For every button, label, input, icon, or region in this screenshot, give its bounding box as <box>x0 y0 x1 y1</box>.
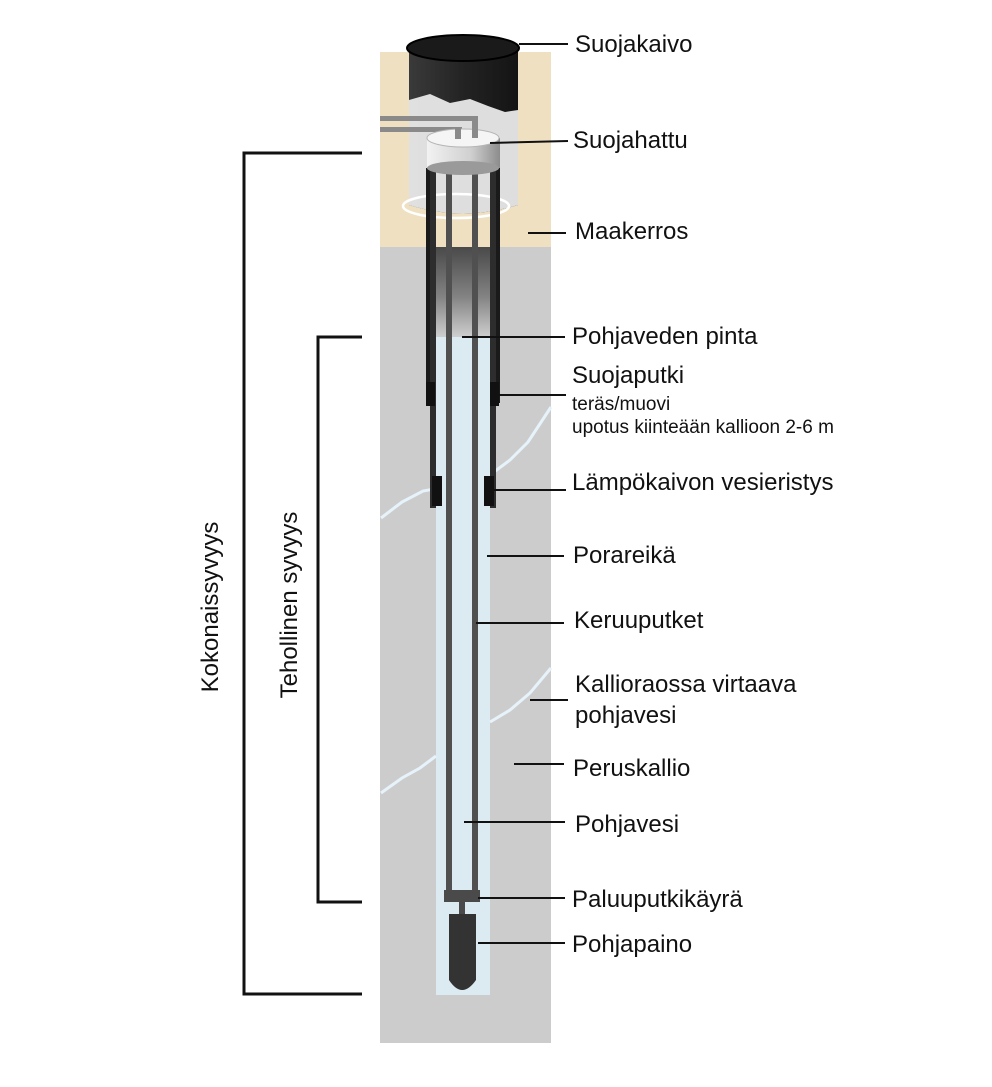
effective-depth-label: Tehollinen syvyys <box>276 512 303 699</box>
label-suojahattu: Suojahattu <box>573 127 688 154</box>
label-maakerros: Maakerros <box>575 218 688 245</box>
well-cap-pipe-stub-2 <box>472 118 478 138</box>
protective-well-rim <box>406 34 520 62</box>
feed-pipe-lower <box>380 127 462 132</box>
well-cap-top <box>426 128 500 148</box>
casing-shoe-left <box>426 382 435 406</box>
seal-right <box>484 476 494 506</box>
label-keruuputket: Keruuputket <box>574 607 704 634</box>
label-pohjapaino: Pohjapaino <box>572 931 692 958</box>
bottom-weight <box>449 914 476 990</box>
bedrock-crack-lower <box>380 667 553 795</box>
return-bend-joint <box>459 902 465 914</box>
label-suojaputki-depth: upotus kiinteään kallioon 2-6 m <box>572 417 834 438</box>
leader-suojahattu <box>489 140 569 144</box>
casing-right-inner <box>496 168 500 403</box>
borehole <box>436 337 490 995</box>
casing-left-inner <box>426 168 430 403</box>
feed-pipe-upper <box>380 116 478 121</box>
label-pohjavesi: Pohjavesi <box>575 811 679 838</box>
protective-well-base-ring <box>401 192 511 220</box>
label-suojaputki-material: teräs/muovi <box>572 394 670 415</box>
label-porareika: Porareikä <box>573 542 676 569</box>
collector-pipe-right <box>472 158 478 894</box>
seal-left <box>432 476 442 506</box>
collector-pipe-left <box>446 158 452 894</box>
label-paluuputkikayra: Paluuputkikäyrä <box>572 886 743 913</box>
return-bend <box>444 890 480 902</box>
label-suojakaivo: Suojakaivo <box>575 31 692 58</box>
label-peruskallio: Peruskallio <box>573 755 690 782</box>
label-vesieristys: Lämpökaivon vesieristys <box>572 469 833 496</box>
casing-shoe-right <box>490 382 499 406</box>
total-depth-label: Kokonaissyvyys <box>197 522 224 693</box>
label-suojaputki: Suojaputki <box>572 362 684 389</box>
well-cap-bottom <box>427 161 499 175</box>
label-kallioraossa-1: Kallioraossa virtaava <box>575 671 797 698</box>
effective-depth-bracket <box>316 335 362 904</box>
label-pohjaveden-pinta: Pohjaveden pinta <box>572 323 758 350</box>
total-depth-bracket <box>242 151 362 996</box>
borehole-upper-shading <box>426 247 500 337</box>
well-cap-pipe-stub-1 <box>455 127 461 139</box>
label-kallioraossa-2: pohjavesi <box>575 702 676 729</box>
casing-left <box>430 168 436 508</box>
